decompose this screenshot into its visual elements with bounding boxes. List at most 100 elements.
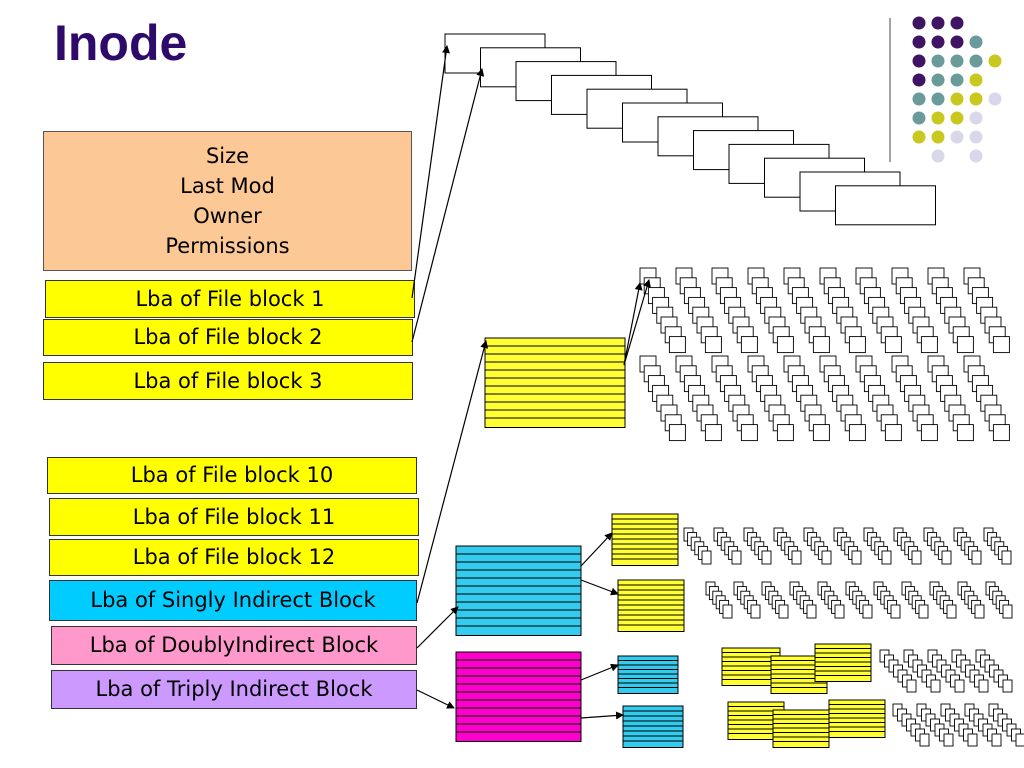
- data-block: [890, 604, 901, 619]
- third-level-block: [770, 687, 828, 694]
- decorative-dot: [950, 111, 964, 125]
- data-block: [881, 550, 892, 565]
- pointer-file-block-12: Lba of File block 12: [49, 539, 419, 576]
- decorative-dot: [931, 92, 945, 106]
- indirect-pointer-blocks: [455, 337, 886, 748]
- pointer-label: Lba of File block 2: [133, 325, 323, 349]
- data-block: [740, 336, 758, 354]
- data-block: [668, 336, 686, 354]
- meta-permissions: Permissions: [165, 234, 290, 258]
- data-block: [851, 550, 862, 565]
- data-block: [1001, 550, 1012, 565]
- data-block: [821, 550, 832, 565]
- data-block: [920, 336, 938, 354]
- data-block: [919, 733, 930, 747]
- decorative-dot: [931, 16, 945, 30]
- pointer-file-block-11: Lba of File block 11: [49, 498, 419, 536]
- decorative-dot-grid: [912, 16, 1002, 163]
- decorative-dot: [950, 73, 964, 87]
- decorative-dot: [931, 73, 945, 87]
- pointer-arrows: [411, 45, 651, 720]
- data-block: [778, 604, 789, 619]
- data-block: [750, 604, 761, 619]
- data-block: [946, 604, 957, 619]
- pointer-arrow: [623, 282, 643, 366]
- data-block: [920, 424, 938, 442]
- pointer-singly-indirect: Lba of Singly Indirect Block: [49, 580, 417, 621]
- decorative-dot: [912, 35, 926, 49]
- decorative-dot: [950, 130, 964, 144]
- data-block: [704, 424, 722, 442]
- pointer-doubly-indirect: Lba of DoublyIndirect Block: [51, 626, 417, 665]
- decorative-dot: [969, 54, 983, 68]
- data-block: [776, 424, 794, 442]
- decorative-dot: [912, 111, 926, 125]
- pointer-arrow: [580, 711, 624, 720]
- data-block: [1002, 679, 1013, 693]
- decorative-dot: [912, 130, 926, 144]
- pointer-label: Lba of File block 11: [132, 505, 336, 529]
- data-block: [906, 679, 917, 693]
- data-block: [701, 550, 712, 565]
- data-block: [812, 336, 830, 354]
- data-block: [848, 336, 866, 354]
- pointer-arrow: [411, 45, 450, 299]
- data-block: [918, 604, 929, 619]
- triply-indirect-block: [455, 731, 582, 742]
- meta-last-mod: Last Mod: [180, 174, 275, 198]
- data-block: [943, 733, 954, 747]
- data-block: [884, 424, 902, 442]
- pointer-label: Lba of Singly Indirect Block: [90, 588, 376, 612]
- page-title: Inode: [54, 15, 188, 71]
- second-level-block: [611, 558, 679, 566]
- data-block: [722, 604, 733, 619]
- data-block: [668, 424, 686, 442]
- decorative-dot: [969, 35, 983, 49]
- data-block: [911, 550, 922, 565]
- singly-indirect-block: [484, 417, 626, 428]
- decorative-dot: [931, 149, 945, 163]
- inode-metadata-box: Size Last Mod Owner Permissions: [43, 131, 412, 271]
- data-block: [835, 185, 936, 226]
- pointer-label: Lba of File block 12: [132, 545, 336, 569]
- data-block: [834, 604, 845, 619]
- decorative-dot: [931, 111, 945, 125]
- decorative-dot: [931, 54, 945, 68]
- data-block: [848, 424, 866, 442]
- meta-owner: Owner: [193, 204, 262, 228]
- data-block: [954, 679, 965, 693]
- decorative-dot: [969, 111, 983, 125]
- data-block: [992, 424, 1010, 442]
- decorative-dot: [988, 54, 1002, 68]
- pointer-arrow: [623, 279, 651, 366]
- third-level-block: [772, 741, 830, 748]
- direct-data-blocks: [444, 33, 936, 226]
- decorative-dot: [950, 92, 964, 106]
- data-block: [791, 550, 802, 565]
- decorative-dot: [988, 92, 1002, 106]
- data-block: [862, 604, 873, 619]
- pointer-arrow: [416, 606, 459, 649]
- decorative-dot: [931, 130, 945, 144]
- decorative-dot: [969, 92, 983, 106]
- decorative-dot: [950, 54, 964, 68]
- data-block: [967, 733, 978, 747]
- pointer-arrow: [411, 68, 485, 343]
- pointer-file-block-2: Lba of File block 2: [43, 319, 413, 356]
- doubly-indirect-block: [455, 625, 582, 636]
- pointer-label: Lba of File block 10: [130, 463, 334, 487]
- decorative-dot: [969, 149, 983, 163]
- decorative-dot: [969, 73, 983, 87]
- data-block: [812, 424, 830, 442]
- data-block: [761, 550, 772, 565]
- second-level-block: [622, 740, 684, 748]
- decorative-dot: [912, 92, 926, 106]
- decorative-dot: [931, 35, 945, 49]
- data-block: [930, 679, 941, 693]
- data-block: [974, 604, 985, 619]
- pointer-label: Lba of File block 1: [135, 287, 325, 311]
- pointer-label: Lba of File block 3: [133, 369, 323, 393]
- pointer-label: Lba of Triply Indirect Block: [95, 677, 373, 701]
- data-block: [992, 336, 1010, 354]
